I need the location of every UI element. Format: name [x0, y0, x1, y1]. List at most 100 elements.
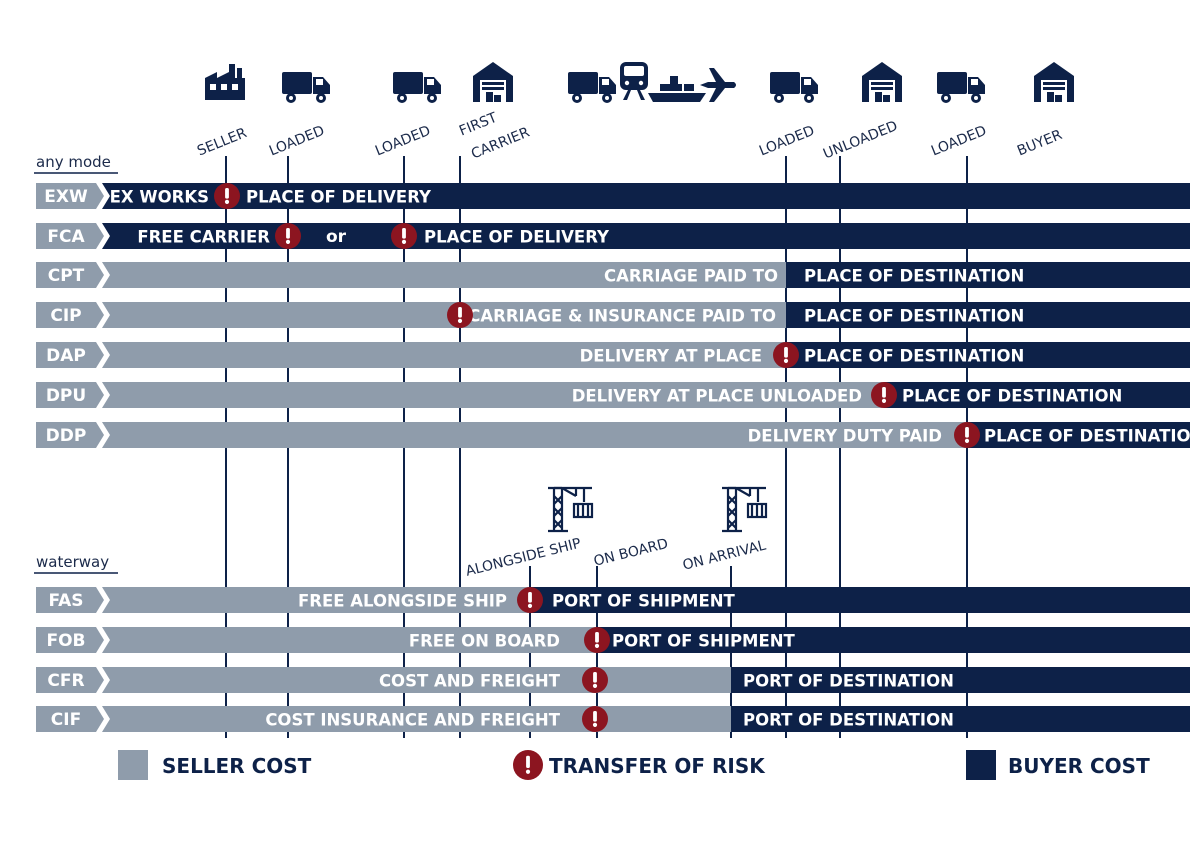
crane-icon — [720, 486, 768, 533]
seller-label: EX WORKS — [110, 188, 209, 207]
column-label: UNLOADED — [821, 118, 900, 162]
buyer-cost-bar — [731, 706, 1190, 732]
column-label: SELLER — [195, 125, 249, 159]
incoterm-code: CPT — [48, 266, 85, 286]
section-label-waterway: waterway — [36, 553, 109, 571]
incoterm-code: DPU — [46, 386, 86, 406]
risk-transfer-icon — [275, 223, 301, 249]
crane-icon — [546, 486, 594, 533]
seller-cost-bar — [102, 627, 597, 653]
ship-icon — [648, 76, 706, 102]
risk-transfer-icon — [517, 587, 543, 613]
buyer-label: PLACE OF DESTINATION — [902, 387, 1122, 406]
incoterm-row-dap: DAP DELIVERY AT PLACE PLACE OF DESTINATION — [36, 342, 1190, 368]
plane-icon — [700, 68, 736, 102]
seller-cost-swatch — [118, 750, 148, 780]
seller-cost-bar — [102, 302, 786, 328]
incoterm-code: DAP — [46, 346, 86, 366]
column-label: LOADED — [267, 123, 327, 160]
warehouse-icon — [473, 62, 513, 102]
seller-label: DELIVERY DUTY PAID — [748, 427, 942, 446]
buyer-cost-swatch — [966, 750, 996, 780]
buyer-cost-bar — [786, 302, 1190, 328]
legend-seller-label: SELLER COST — [162, 754, 312, 778]
incoterm-code: FOB — [46, 631, 85, 651]
code-chevron — [36, 627, 104, 653]
incoterm-code: EXW — [44, 187, 88, 207]
incoterm-code: CIP — [50, 306, 81, 326]
code-chevron — [36, 223, 104, 249]
buyer-cost-bar — [597, 627, 1190, 653]
seller-label: CARRIAGE & INSURANCE PAID TO — [468, 307, 776, 326]
truck-icon — [282, 72, 330, 103]
section-labels: any mode waterway — [34, 153, 118, 574]
seller-label: COST AND FREIGHT — [379, 672, 561, 691]
seller-label: COST INSURANCE AND FREIGHT — [265, 711, 560, 730]
code-chevron — [36, 342, 104, 368]
buyer-label: PLACE OF DESTINATION — [804, 347, 1024, 366]
incoterm-row-dpu: DPU DELIVERY AT PLACE UNLOADED PLACE OF DE… — [36, 382, 1190, 408]
seller-cost-bar — [102, 422, 967, 448]
buyer-label: PLACE OF DELIVERY — [246, 188, 432, 207]
incoterm-code: CIF — [51, 710, 81, 730]
code-chevron — [36, 183, 104, 209]
code-chevron — [36, 667, 104, 693]
seller-cost-bar — [102, 262, 786, 288]
risk-transfer-icon — [391, 223, 417, 249]
buyer-label: PLACE OF DESTINATION — [984, 427, 1200, 446]
incoterm-row-cip: CIP CARRIAGE & INSURANCE PAID TO PLACE OF … — [36, 302, 1190, 328]
warehouse-icon — [862, 62, 902, 102]
risk-transfer-icon — [871, 382, 897, 408]
buyer-label: PORT OF DESTINATION — [743, 672, 954, 691]
buyer-cost-bar — [967, 422, 1190, 448]
column-label: BUYER — [1015, 127, 1065, 160]
code-chevron — [36, 587, 104, 613]
risk-transfer-icon — [447, 302, 473, 328]
buyer-cost-bar — [102, 183, 1190, 209]
buyer-cost-bar — [786, 262, 1190, 288]
buyer-label: PLACE OF DESTINATION — [804, 307, 1024, 326]
warehouse-icon — [1034, 62, 1074, 102]
risk-transfer-icon — [584, 627, 610, 653]
seller-cost-bar — [102, 382, 884, 408]
seller-label: DELIVERY AT PLACE — [580, 347, 762, 366]
section-label-any-mode: any mode — [36, 153, 111, 171]
risk-transfer-icon — [773, 342, 799, 368]
column-label: LOADED — [929, 123, 989, 160]
buyer-label: PLACE OF DESTINATION — [804, 267, 1024, 286]
legend-risk-label: TRANSFER OF RISK — [549, 754, 766, 778]
risk-transfer-icon — [954, 422, 980, 448]
risk-transfer-icon — [582, 706, 608, 732]
column-label: ON BOARD — [592, 536, 670, 570]
code-chevron — [36, 422, 104, 448]
incoterm-code: FAS — [48, 591, 83, 611]
column-label: ON ARRIVAL — [681, 538, 768, 574]
seller-label: FREE CARRIER — [137, 228, 270, 247]
transport-icons — [205, 62, 1074, 533]
buyer-cost-bar — [102, 223, 1190, 249]
seller-label: DELIVERY AT PLACE UNLOADED — [572, 387, 862, 406]
buyer-label: PLACE OF DELIVERY — [424, 228, 610, 247]
code-chevron — [36, 302, 104, 328]
seller-cost-bar — [102, 587, 530, 613]
truck-icon — [568, 72, 616, 103]
code-chevron — [36, 262, 104, 288]
incoterm-row-cpt: CPT CARRIAGE PAID TO PLACE OF DESTINATION — [36, 262, 1190, 288]
seller-label: FREE ALONGSIDE SHIP — [298, 592, 507, 611]
buyer-cost-bar — [786, 342, 1190, 368]
column-label: FIRST — [457, 110, 500, 140]
seller-cost-bar — [102, 706, 731, 732]
code-chevron — [36, 382, 104, 408]
seller-label: CARRIAGE PAID TO — [604, 267, 778, 286]
column-label: LOADED — [757, 123, 817, 160]
train-icon — [620, 62, 648, 100]
buyer-label: PORT OF SHIPMENT — [612, 632, 796, 651]
buyer-cost-bar — [884, 382, 1190, 408]
